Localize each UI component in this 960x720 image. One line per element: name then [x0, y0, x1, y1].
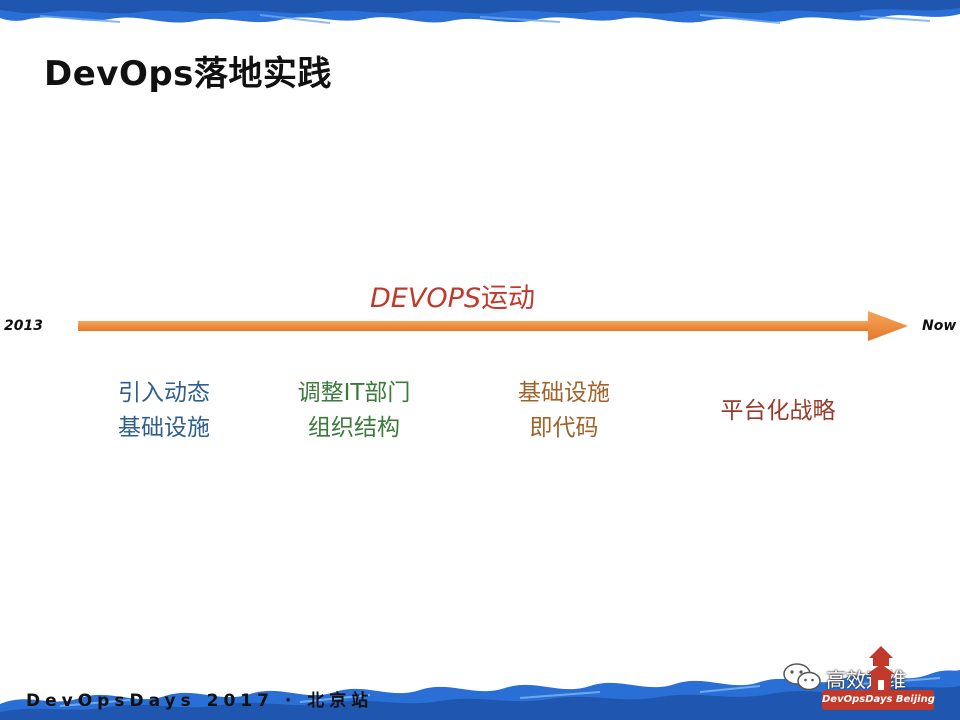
- phase-line: 基础设施: [118, 415, 210, 441]
- devopsdays-beijing-badge: DevOpsDays Beijing: [822, 690, 935, 710]
- timeline-start-label: 2013: [4, 318, 43, 334]
- brand-name: 高效运维: [826, 668, 906, 692]
- phase-line: 平台化战略: [720, 398, 836, 424]
- phase-it-organization: 调整IT部门 组织结构: [274, 376, 434, 446]
- banner-latin-text: DEVOPS: [370, 283, 481, 314]
- phase-line: 基础设施: [518, 380, 610, 406]
- phase-infrastructure-as-code: 基础设施 即代码: [488, 376, 640, 446]
- page-title: DevOps落地实践: [44, 54, 332, 94]
- phase-line: 调整IT部门: [297, 380, 411, 406]
- banner-cjk-text: 运动: [481, 283, 535, 314]
- timeline-end-label: Now: [922, 318, 957, 334]
- phase-line: 引入动态: [118, 380, 210, 406]
- phase-platform-strategy: 平台化战略: [698, 394, 858, 429]
- timeline-arrow: [78, 310, 908, 342]
- phase-line: 组织结构: [308, 415, 400, 441]
- pagoda-icon: [866, 644, 896, 692]
- wechat-icon: [782, 662, 822, 692]
- phase-line: 即代码: [529, 415, 599, 441]
- timeline-banner: DEVOPS运动: [370, 276, 535, 315]
- event-footer: DevOpsDays 2017 · 北京站: [26, 691, 374, 711]
- bottom-brush-border: [0, 662, 960, 720]
- badge-text: DevOpsDays Beijing: [822, 694, 935, 705]
- phase-dynamic-infrastructure: 引入动态 基础设施: [88, 376, 240, 446]
- top-brush-border: [0, 0, 960, 30]
